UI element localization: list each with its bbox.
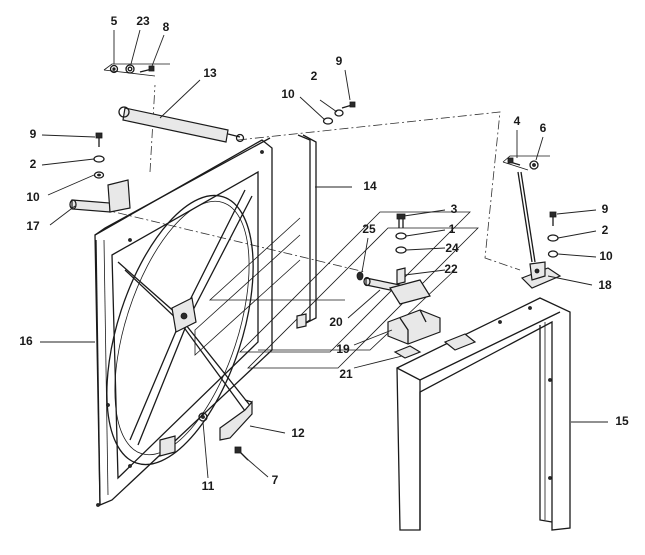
callout-20: 20 xyxy=(329,315,343,329)
callout-22: 22 xyxy=(444,262,458,276)
gas-strut xyxy=(118,106,245,143)
leader-lines xyxy=(40,29,608,479)
callout-24: 24 xyxy=(445,241,459,255)
callout-15: 15 xyxy=(615,414,629,428)
callout-4: 4 xyxy=(514,114,521,128)
callout-23: 23 xyxy=(136,14,150,28)
callout-10: 10 xyxy=(26,190,40,204)
callout-1: 1 xyxy=(449,222,456,236)
callout-16: 16 xyxy=(19,334,33,348)
callout-2: 2 xyxy=(602,223,609,237)
callout-6: 6 xyxy=(540,121,547,135)
callout-9: 9 xyxy=(602,202,609,216)
callout-5: 5 xyxy=(111,14,118,28)
centre-hinge-parts xyxy=(356,213,477,359)
fasteners-top-left xyxy=(103,63,170,77)
callout-14: 14 xyxy=(363,179,377,193)
callout-7: 7 xyxy=(272,473,279,487)
callout-2: 2 xyxy=(311,69,318,83)
callout-10: 10 xyxy=(281,87,295,101)
callout-11: 11 xyxy=(202,479,215,493)
callout-17: 17 xyxy=(26,219,40,233)
callout-9: 9 xyxy=(30,127,37,141)
radiator-frame xyxy=(94,137,273,507)
callout-21: 21 xyxy=(339,367,353,381)
callout-3: 3 xyxy=(451,202,458,216)
callout-9: 9 xyxy=(336,54,343,68)
callout-labels: 1 2 2 2 3 4 5 6 7 8 9 9 9 10 10 10 11 12… xyxy=(19,14,629,493)
hinge-pin-left xyxy=(69,179,131,213)
callout-10: 10 xyxy=(599,249,613,263)
fasteners-left xyxy=(93,132,105,179)
callout-25: 25 xyxy=(362,222,376,236)
fasteners-right xyxy=(502,155,559,258)
callout-12: 12 xyxy=(291,426,305,440)
centre-lines xyxy=(84,84,521,273)
handle-rod xyxy=(296,134,317,329)
callout-13: 13 xyxy=(203,66,217,80)
hinge-bracket-right xyxy=(517,171,562,289)
callout-18: 18 xyxy=(598,278,612,292)
fasteners-middle xyxy=(322,101,356,125)
support-frame xyxy=(396,297,571,531)
callout-8: 8 xyxy=(163,20,170,34)
callout-19: 19 xyxy=(336,342,350,356)
callout-2: 2 xyxy=(30,157,37,171)
